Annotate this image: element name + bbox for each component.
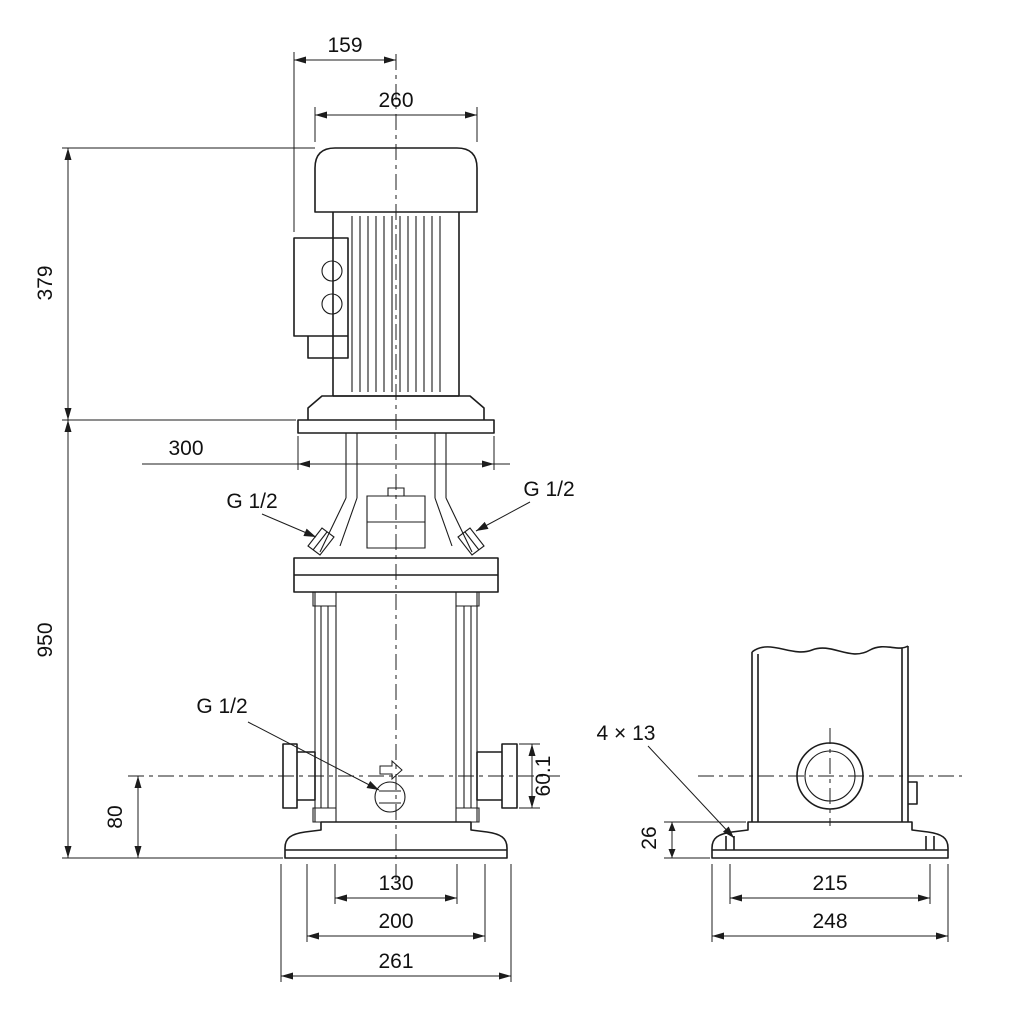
dim-label-300: 300 bbox=[168, 437, 203, 460]
dim-label-80: 80 bbox=[104, 805, 127, 828]
dim-label-g12-left: G 1/2 bbox=[226, 490, 277, 513]
terminal-box-gland-lower bbox=[321, 293, 343, 315]
dim-label-4x13: 4 × 13 bbox=[597, 722, 656, 745]
coupling-lantern bbox=[319, 433, 473, 553]
dim-label-130: 130 bbox=[378, 872, 413, 895]
drain-plug bbox=[374, 781, 406, 813]
dimension-lines bbox=[67, 59, 948, 977]
dim-label-261: 261 bbox=[378, 950, 413, 973]
dim-label-159: 159 bbox=[327, 34, 362, 57]
motor-cooling-fins bbox=[351, 216, 441, 392]
motor-flange bbox=[297, 395, 495, 434]
base-side bbox=[711, 821, 949, 859]
gauge-plug-right bbox=[457, 527, 485, 556]
motor-fan-cover bbox=[314, 147, 478, 213]
terminal-box bbox=[293, 237, 349, 359]
dim-label-g12-drain: G 1/2 bbox=[196, 695, 247, 718]
dim-label-379: 379 bbox=[34, 265, 57, 300]
extension-lines bbox=[62, 52, 949, 982]
dim-label-260: 260 bbox=[378, 89, 413, 112]
dim-label-26: 26 bbox=[638, 826, 661, 849]
leader-lines bbox=[247, 501, 735, 839]
side-port-outer bbox=[796, 742, 864, 810]
suction-discharge-ports bbox=[282, 743, 518, 809]
dim-label-248: 248 bbox=[812, 910, 847, 933]
flow-direction-arrow-icon bbox=[379, 759, 403, 781]
dim-label-60-1: 60.1 bbox=[532, 756, 555, 797]
dim-label-950: 950 bbox=[34, 622, 57, 657]
terminal-box-gland-upper bbox=[321, 260, 343, 282]
gauge-plug-left bbox=[307, 527, 335, 556]
side-view-sleeve bbox=[751, 645, 918, 822]
dim-label-200: 200 bbox=[378, 910, 413, 933]
drain-plug-hex-lines bbox=[379, 790, 401, 804]
base-front bbox=[284, 821, 508, 859]
dim-label-215: 215 bbox=[812, 872, 847, 895]
pump-head-flange bbox=[293, 557, 499, 593]
centerlines bbox=[128, 54, 962, 880]
dim-label-g12-right: G 1/2 bbox=[523, 478, 574, 501]
side-port-inner bbox=[804, 750, 856, 802]
